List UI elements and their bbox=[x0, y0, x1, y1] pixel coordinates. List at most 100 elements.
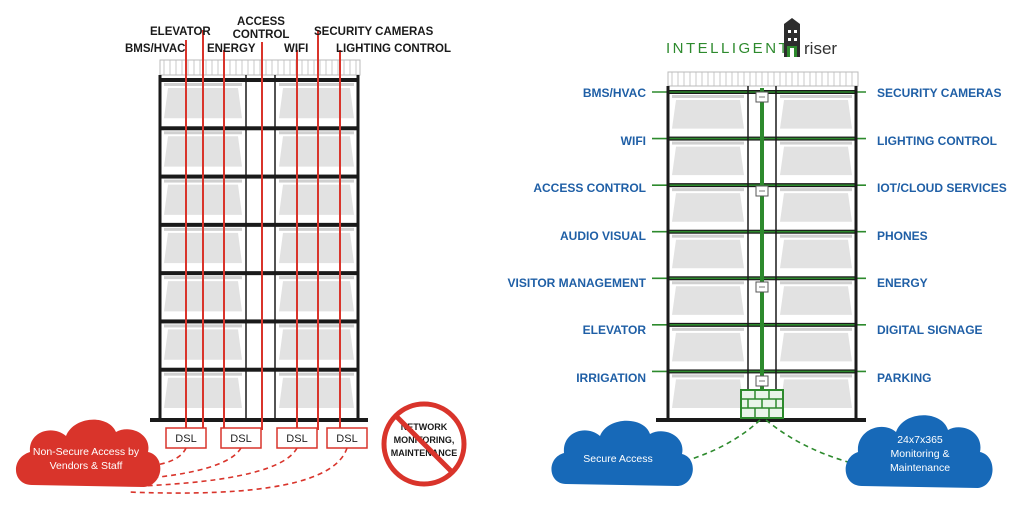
building-logo-icon bbox=[784, 18, 800, 57]
label-right-6: DIGITAL SIGNAGE bbox=[877, 323, 983, 337]
left-floors bbox=[160, 78, 358, 408]
floor-ceiling bbox=[279, 372, 354, 376]
left-top-labels: ELEVATOR ACCESS CONTROL SECURITY CAMERAS… bbox=[125, 16, 451, 55]
label-wifi: WIFI bbox=[284, 43, 308, 55]
floor-slab bbox=[160, 126, 358, 131]
floor-ceiling bbox=[780, 188, 852, 192]
floor-bay bbox=[672, 193, 744, 222]
dash-line-3 bbox=[139, 447, 298, 487]
floor-slab bbox=[160, 367, 358, 372]
floor-bay bbox=[672, 379, 744, 408]
floor-slab bbox=[160, 174, 358, 179]
label-security-cameras: SECURITY CAMERAS bbox=[314, 26, 434, 38]
left-red-risers bbox=[185, 30, 341, 430]
floor-bay bbox=[780, 286, 852, 315]
prohibited-line1: NETWORK bbox=[401, 422, 448, 432]
brand-word-intelligent: INTELLIGENT bbox=[666, 40, 790, 57]
label-elevator: ELEVATOR bbox=[150, 26, 211, 38]
floor-ceiling bbox=[672, 374, 744, 378]
floor-bay bbox=[780, 193, 852, 222]
dsl-boxes: DSL DSL DSL DSL bbox=[165, 427, 368, 449]
floor-slab bbox=[160, 222, 358, 227]
floor-bay bbox=[780, 332, 852, 362]
label-energy: ENERGY bbox=[207, 43, 256, 55]
label-access-control-line2: CONTROL bbox=[233, 29, 290, 41]
label-right-1: SECURITY CAMERAS bbox=[877, 86, 1001, 100]
dash-line-2 bbox=[149, 447, 242, 479]
label-bms-hvac: BMS/HVAC bbox=[125, 43, 185, 55]
floor-ceiling bbox=[780, 374, 852, 378]
prohibited-line3: MAINTENANCE bbox=[391, 448, 458, 458]
blue-cloud-left-shape bbox=[551, 420, 693, 486]
floor-ceiling bbox=[672, 95, 744, 98]
floor-slab bbox=[160, 271, 358, 276]
brand-logo: INTELLIGENT riser bbox=[666, 18, 837, 58]
dsl-label-1: DSL bbox=[175, 433, 196, 445]
floor-ceiling bbox=[780, 141, 852, 145]
floor-bay bbox=[279, 377, 354, 408]
floor-bay bbox=[672, 239, 744, 269]
prohibited-line2: MONITORING, bbox=[394, 435, 455, 445]
floor-ceiling bbox=[672, 234, 744, 238]
label-left-5: VISITOR MANAGEMENT bbox=[508, 276, 647, 290]
label-right-2: LIGHTING CONTROL bbox=[877, 134, 997, 148]
floor-slab bbox=[160, 319, 358, 324]
brand-word-riser: riser bbox=[804, 39, 837, 58]
floor-bay bbox=[279, 232, 354, 264]
blue-cloud-right-line3: Maintenance bbox=[890, 462, 950, 474]
floor-bay bbox=[279, 136, 354, 167]
floor-bay bbox=[672, 332, 744, 362]
riser-junction-boxes bbox=[755, 91, 769, 387]
label-right-4: PHONES bbox=[877, 229, 928, 243]
label-lighting-control: LIGHTING CONTROL bbox=[336, 43, 451, 55]
dash-line-4 bbox=[127, 447, 348, 494]
floor-bay bbox=[780, 146, 852, 176]
floor-ceiling bbox=[780, 327, 852, 331]
right-right-labels: SECURITY CAMERAS LIGHTING CONTROL IOT/CL… bbox=[877, 86, 1007, 385]
floor-ceiling bbox=[780, 281, 852, 285]
floor-ceiling bbox=[672, 281, 744, 285]
label-left-7: IRRIGATION bbox=[576, 371, 646, 385]
floor-bay bbox=[672, 100, 744, 129]
floor-ceiling bbox=[279, 83, 354, 86]
label-right-5: ENERGY bbox=[877, 276, 928, 290]
floor-ceiling bbox=[672, 141, 744, 145]
floor-ceiling bbox=[279, 276, 354, 280]
floor-bay bbox=[672, 146, 744, 176]
non-secure-cloud: Non-Secure Access by Vendors & Staff bbox=[15, 419, 161, 487]
right-building bbox=[652, 71, 866, 422]
left-building bbox=[150, 59, 368, 422]
floor-bay bbox=[279, 329, 354, 360]
label-left-4: AUDIO VISUAL bbox=[560, 229, 646, 243]
label-left-2: WIFI bbox=[621, 134, 646, 148]
floor-ceiling bbox=[780, 234, 852, 238]
monitoring-cloud: 24x7x365 Monitoring & Maintenance bbox=[845, 415, 993, 488]
floor-bay bbox=[780, 239, 852, 269]
label-right-3: IOT/CLOUD SERVICES bbox=[877, 181, 1007, 195]
floor-bay bbox=[780, 100, 852, 129]
floor-ceiling bbox=[279, 227, 354, 231]
right-roof-parapet bbox=[667, 71, 859, 87]
red-cloud-line2: Vendors & Staff bbox=[50, 460, 123, 472]
blue-cloud-right-line2: Monitoring & bbox=[891, 448, 950, 460]
label-left-6: ELEVATOR bbox=[583, 323, 647, 337]
label-left-3: ACCESS CONTROL bbox=[533, 181, 646, 195]
dsl-label-2: DSL bbox=[230, 433, 251, 445]
secure-connections bbox=[681, 419, 849, 463]
label-left-1: BMS/HVAC bbox=[583, 86, 646, 100]
non-secure-connections bbox=[127, 447, 348, 494]
prohibited-slash bbox=[394, 414, 454, 474]
blue-cloud-left-text: Secure Access bbox=[583, 453, 652, 465]
blue-cloud-right-shape bbox=[845, 415, 993, 488]
red-cloud-line1: Non-Secure Access by bbox=[33, 446, 140, 458]
floor-slab bbox=[160, 78, 358, 82]
floor-ceiling bbox=[279, 324, 354, 328]
floor-ceiling bbox=[780, 95, 852, 98]
floor-bay bbox=[672, 286, 744, 315]
floor-bay bbox=[279, 184, 354, 215]
label-access-control-line1: ACCESS bbox=[237, 16, 285, 28]
floor-ceiling bbox=[279, 179, 354, 183]
head-end-brick-icon bbox=[740, 389, 784, 419]
floor-ceiling bbox=[672, 188, 744, 192]
